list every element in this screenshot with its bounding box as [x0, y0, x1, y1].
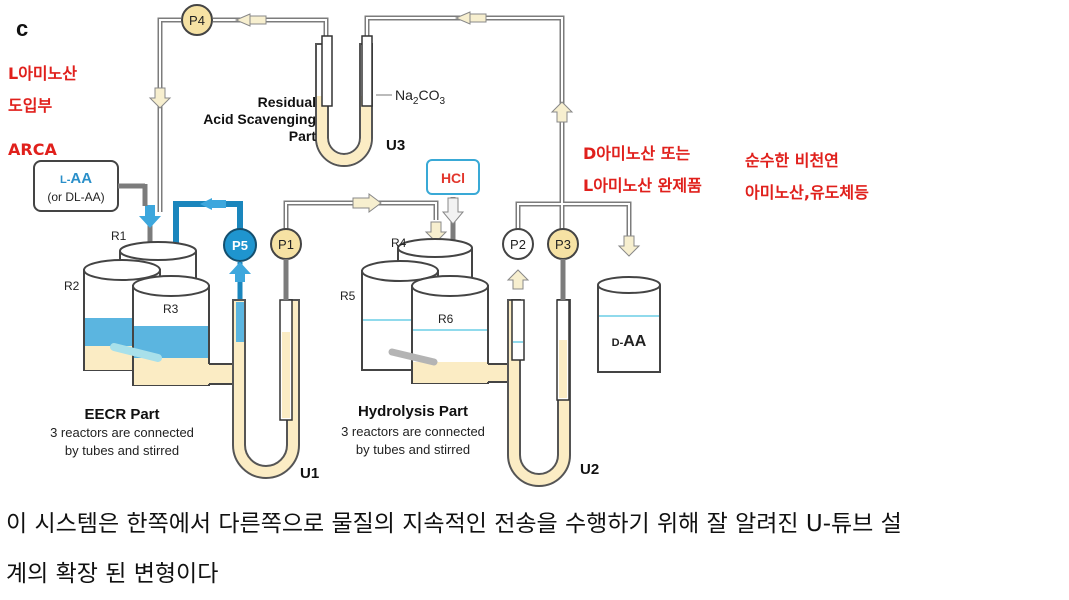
intro-label-1: L아미노산	[8, 64, 78, 83]
product-beaker	[597, 276, 661, 373]
u3-tube	[315, 35, 392, 167]
svg-text:P2: P2	[510, 237, 526, 252]
u2-tube	[507, 299, 571, 487]
pump-p3: P3	[547, 228, 579, 300]
arca-label: ARCA	[8, 140, 57, 159]
r3-label: R3	[163, 302, 179, 316]
feed-box-alt: (or DL-AA)	[47, 190, 104, 204]
feed-box-label: L-AA	[60, 170, 92, 187]
feed-arrow	[139, 205, 161, 228]
r2-label: R2	[64, 279, 80, 293]
hcl-label: HCl	[441, 170, 465, 186]
pump-p2: P2	[502, 228, 534, 260]
hydrolysis-desc-2: by tubes and stirred	[356, 442, 470, 457]
flow-arrows	[148, 11, 641, 290]
blue-flow-arrows	[200, 198, 251, 282]
product-label: D-AA	[612, 333, 647, 350]
u2-label: U2	[580, 461, 599, 478]
pipes	[147, 15, 632, 250]
hcl-box	[426, 159, 480, 195]
caption-line-1: 이 시스템은 한쪽에서 다른쪽으로 물질의 지속적인 전송을 수행하기 위해 잘…	[6, 511, 902, 537]
u3-label: U3	[386, 137, 405, 154]
r1-label: R1	[111, 229, 127, 243]
pump-p5: P5	[223, 228, 257, 262]
hydrolysis-reactors	[361, 238, 511, 384]
scavenger-title-1: Residual	[258, 94, 316, 110]
u1-label: U1	[300, 465, 319, 482]
caption-line-2: 계의 확장 된 변형이다	[6, 561, 219, 587]
right-label-2: 아미노산,유도체등	[745, 183, 869, 202]
pump-p4: P4	[181, 4, 213, 36]
scavenger-title-3: Part	[289, 128, 317, 144]
u1-tube	[232, 299, 300, 479]
eecr-desc-1: 3 reactors are connected	[50, 425, 194, 440]
hydrolysis-desc-1: 3 reactors are connected	[341, 424, 485, 439]
svg-text:P4: P4	[189, 13, 205, 28]
svg-text:P3: P3	[555, 237, 571, 252]
eecr-reactors	[83, 241, 236, 386]
eecr-desc-2: by tubes and stirred	[65, 443, 179, 458]
hcl-arrow	[441, 197, 465, 225]
r6-label: R6	[438, 312, 454, 326]
mid-label-2: L아미노산 완제품	[583, 176, 702, 195]
hydrolysis-title: Hydrolysis Part	[358, 403, 468, 420]
scavenger-reagent: Na2CO3	[395, 87, 445, 107]
mid-label-1: D아미노산 또는	[583, 144, 691, 163]
right-label-1: 순수한 비천연	[745, 151, 839, 170]
svg-text:P1: P1	[278, 237, 294, 252]
panel-label: c	[16, 16, 28, 41]
eecr-title: EECR Part	[84, 406, 159, 423]
pump-p1: P1	[270, 228, 302, 300]
feed-box	[33, 160, 148, 212]
intro-label-2: 도입부	[8, 96, 53, 115]
r5-label: R5	[340, 289, 356, 303]
svg-text:P5: P5	[232, 238, 248, 253]
scavenger-title-2: Acid Scavenging	[203, 111, 316, 127]
r4-label: R4	[391, 236, 407, 250]
